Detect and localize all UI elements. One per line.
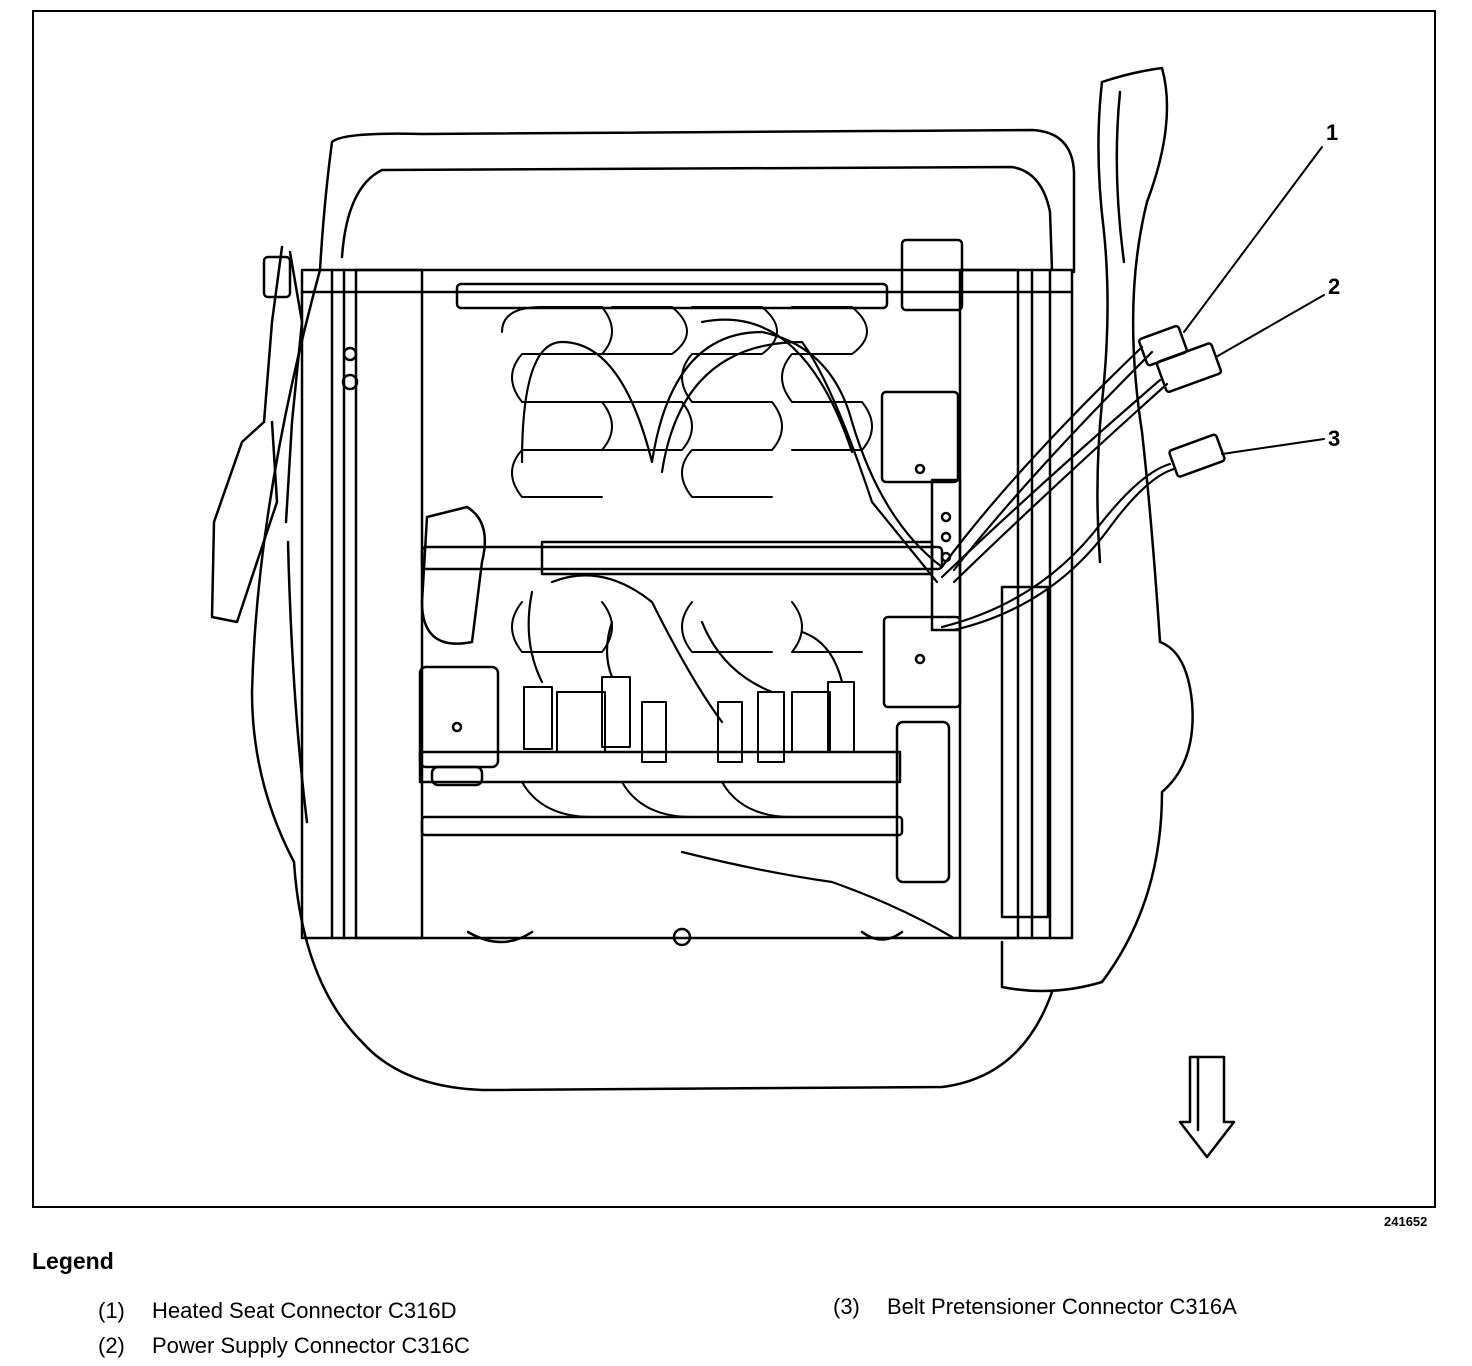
figure-id: 241652 [1384, 1214, 1428, 1229]
connector-c316a [1168, 433, 1226, 478]
left-seat-motor [418, 505, 500, 787]
legend-item-number: (1) [98, 1298, 125, 1323]
legend-title: Legend [32, 1248, 114, 1274]
legend-item-number: (2) [98, 1333, 125, 1358]
middle-cross-tube [420, 545, 944, 571]
callout-3: 3 [1328, 426, 1341, 451]
seat-wiring [520, 318, 954, 939]
legend-item-text: Power Supply Connector C316C [152, 1333, 470, 1358]
legend-item-text: Belt Pretensioner Connector C316A [887, 1294, 1237, 1319]
rear-cross-tube [420, 815, 904, 837]
diagram-frame: 1 2 3 [32, 10, 1436, 1208]
seat-cushion-outline [250, 128, 1076, 1092]
legend-item-number: (3) [833, 1294, 860, 1319]
right-seat-motor [880, 238, 964, 884]
right-rail [958, 268, 1020, 940]
legend-item: (1) Heated Seat Connector C316D [98, 1298, 457, 1324]
callout-1: 1 [1326, 120, 1339, 145]
seat-underside-drawing [210, 66, 1325, 1159]
connector-leads [940, 345, 1176, 632]
left-wire-harness [210, 245, 309, 824]
lead-connector-3 [940, 462, 1172, 629]
legend-item: (3) Belt Pretensioner Connector C316A [833, 1294, 1237, 1320]
leader-lines [1183, 146, 1325, 455]
relay-row [523, 676, 855, 763]
side-trim-panel [1000, 66, 1194, 993]
seat-frame [300, 268, 1074, 940]
forward-arrow-icon [1178, 1055, 1236, 1159]
callout-2: 2 [1328, 274, 1341, 299]
left-rail [354, 268, 424, 940]
legend-item: (2) Power Supply Connector C316C [98, 1333, 470, 1359]
seat-back-edge [340, 165, 1054, 272]
lead-connector-1 [940, 345, 1144, 569]
seat-springs [501, 306, 873, 818]
front-cross-tube [455, 282, 889, 310]
legend-item-text: Heated Seat Connector C316D [152, 1298, 457, 1323]
